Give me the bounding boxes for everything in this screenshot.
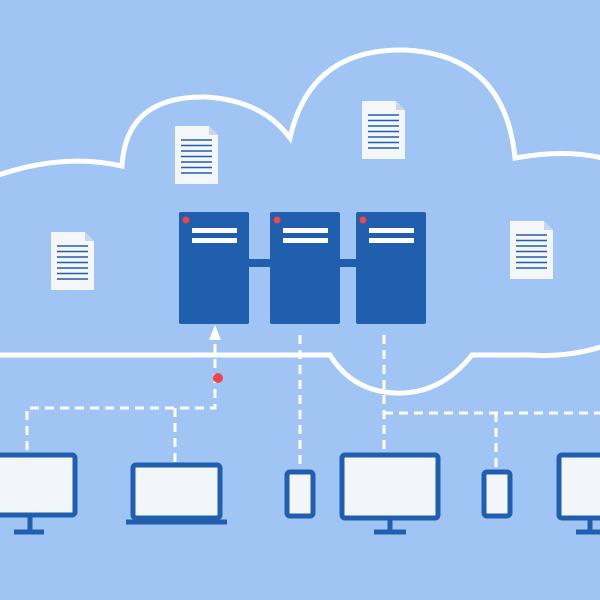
- server-rack: [179, 212, 426, 324]
- monitor-icon: [556, 452, 600, 535]
- server-link: [336, 259, 360, 267]
- server-icon: [356, 212, 426, 324]
- monitor-icon: [339, 452, 441, 535]
- monitor-icon: [0, 452, 78, 535]
- server-icon: [179, 212, 249, 324]
- document-icon: [51, 232, 94, 290]
- phone-icon: [481, 469, 513, 519]
- arrow-up-icon: [209, 325, 221, 340]
- document-icon: [510, 221, 553, 279]
- document-icon: [362, 101, 405, 159]
- phone-icon: [284, 469, 316, 519]
- server-link: [245, 259, 275, 267]
- data-packet-dot: [213, 373, 223, 383]
- devices: [0, 452, 600, 535]
- server-icon: [270, 212, 340, 324]
- documents: [51, 101, 553, 290]
- document-icon: [175, 126, 218, 184]
- cloud-icon: [0, 47, 600, 396]
- laptop-icon: [126, 462, 227, 525]
